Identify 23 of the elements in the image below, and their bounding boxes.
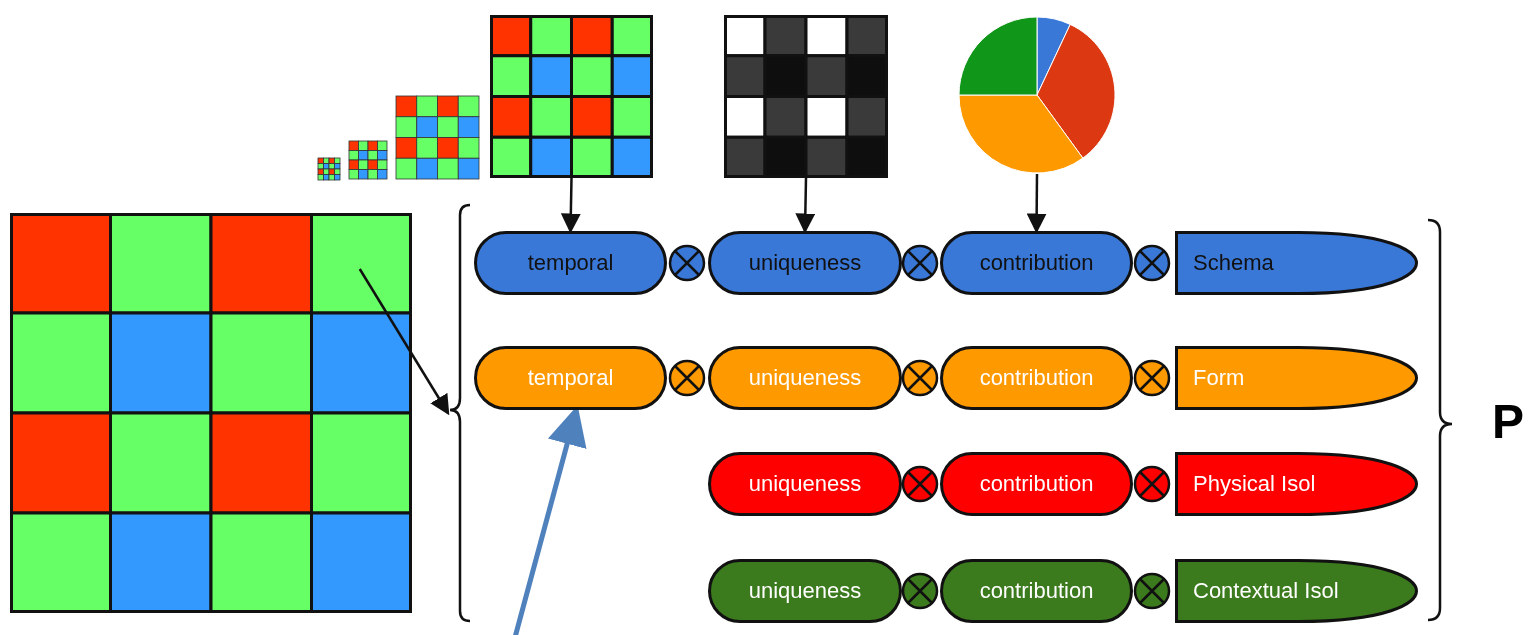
grayscale-grid-drawing — [724, 15, 888, 178]
pixel-grid-drawing — [10, 213, 412, 613]
process-pill: uniqueness — [708, 452, 902, 516]
arrow — [795, 177, 816, 234]
result-shape: Schema — [1175, 231, 1418, 295]
arrow — [1026, 174, 1047, 234]
arrow — [358, 268, 450, 416]
pie-chart-drawing — [958, 16, 1116, 174]
process-pill: uniqueness — [708, 346, 902, 410]
variable-label: P — [1492, 394, 1524, 450]
process-pill: uniqueness — [708, 231, 902, 295]
process-pill: contribution — [940, 231, 1133, 295]
process-pill: contribution — [940, 559, 1133, 623]
result-shape: Contextual Isol — [1175, 559, 1418, 623]
result-shape: Form — [1175, 346, 1418, 410]
result-shape: Physical Isol — [1175, 452, 1418, 516]
process-pill: contribution — [940, 452, 1133, 516]
process-pill: temporal — [474, 231, 667, 295]
arrow — [560, 177, 581, 234]
pixel-grid-drawing — [490, 15, 653, 178]
process-pill: temporal — [474, 346, 667, 410]
process-pill: contribution — [940, 346, 1133, 410]
process-pill: uniqueness — [708, 559, 902, 623]
